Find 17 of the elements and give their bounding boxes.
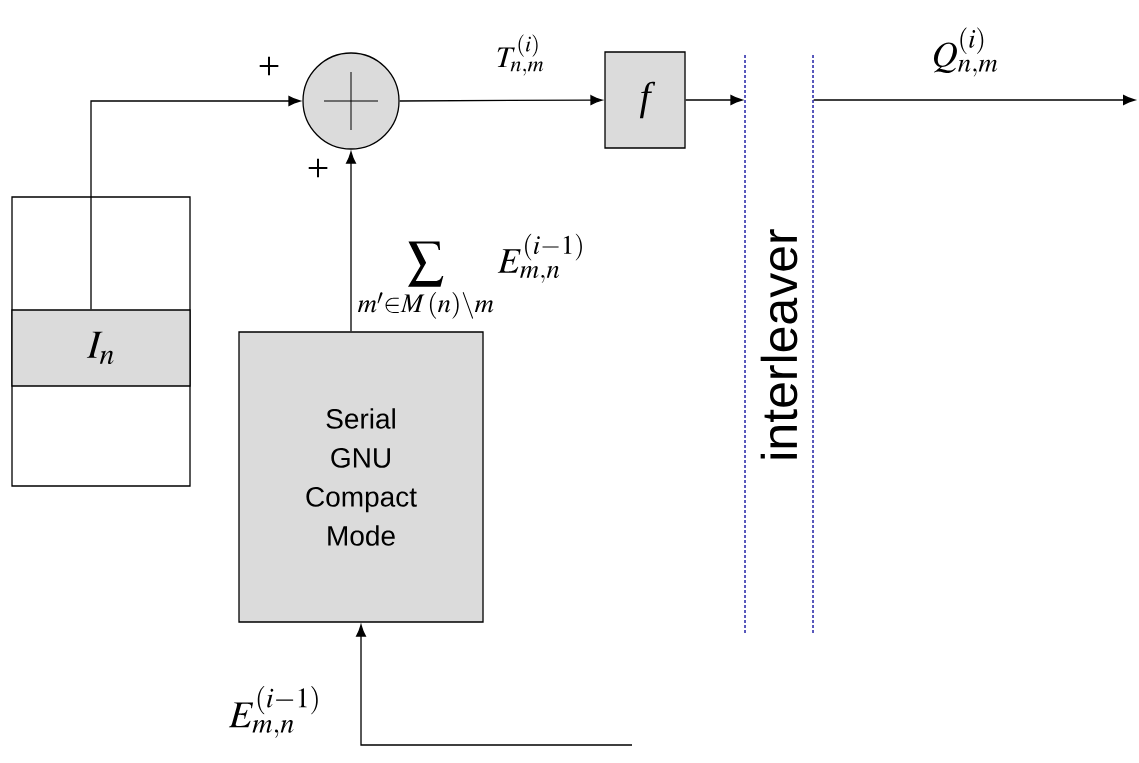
function-box: f — [604, 51, 686, 149]
register-cell: $I_n$ — [11, 309, 191, 387]
arrow — [90, 96, 301, 310]
arrow — [399, 95, 603, 106]
sign-label: + — [259, 56, 279, 76]
interleaver-band: interleaver — [744, 54, 814, 636]
arrow — [346, 151, 356, 332]
sign-label: + — [308, 158, 328, 178]
edge-label: $Q_{n,m}^{(i)}$ — [930, 26, 1000, 78]
edge-label: $\sum_{m'\in M\,(n)\backslash m} E_{m,n}^{(i-1)}$ — [356, 232, 587, 324]
arrow — [685, 95, 743, 105]
arrow — [813, 95, 1136, 105]
edge-label: $T_{n,m}^{(i)}$ — [494, 33, 546, 77]
arrow — [356, 624, 633, 746]
summing-junction — [302, 52, 400, 150]
edge-label: $E_{m,n}^{(i-1)}$ — [228, 685, 323, 739]
process-box: Serial GNU Compact Mode — [238, 331, 484, 623]
